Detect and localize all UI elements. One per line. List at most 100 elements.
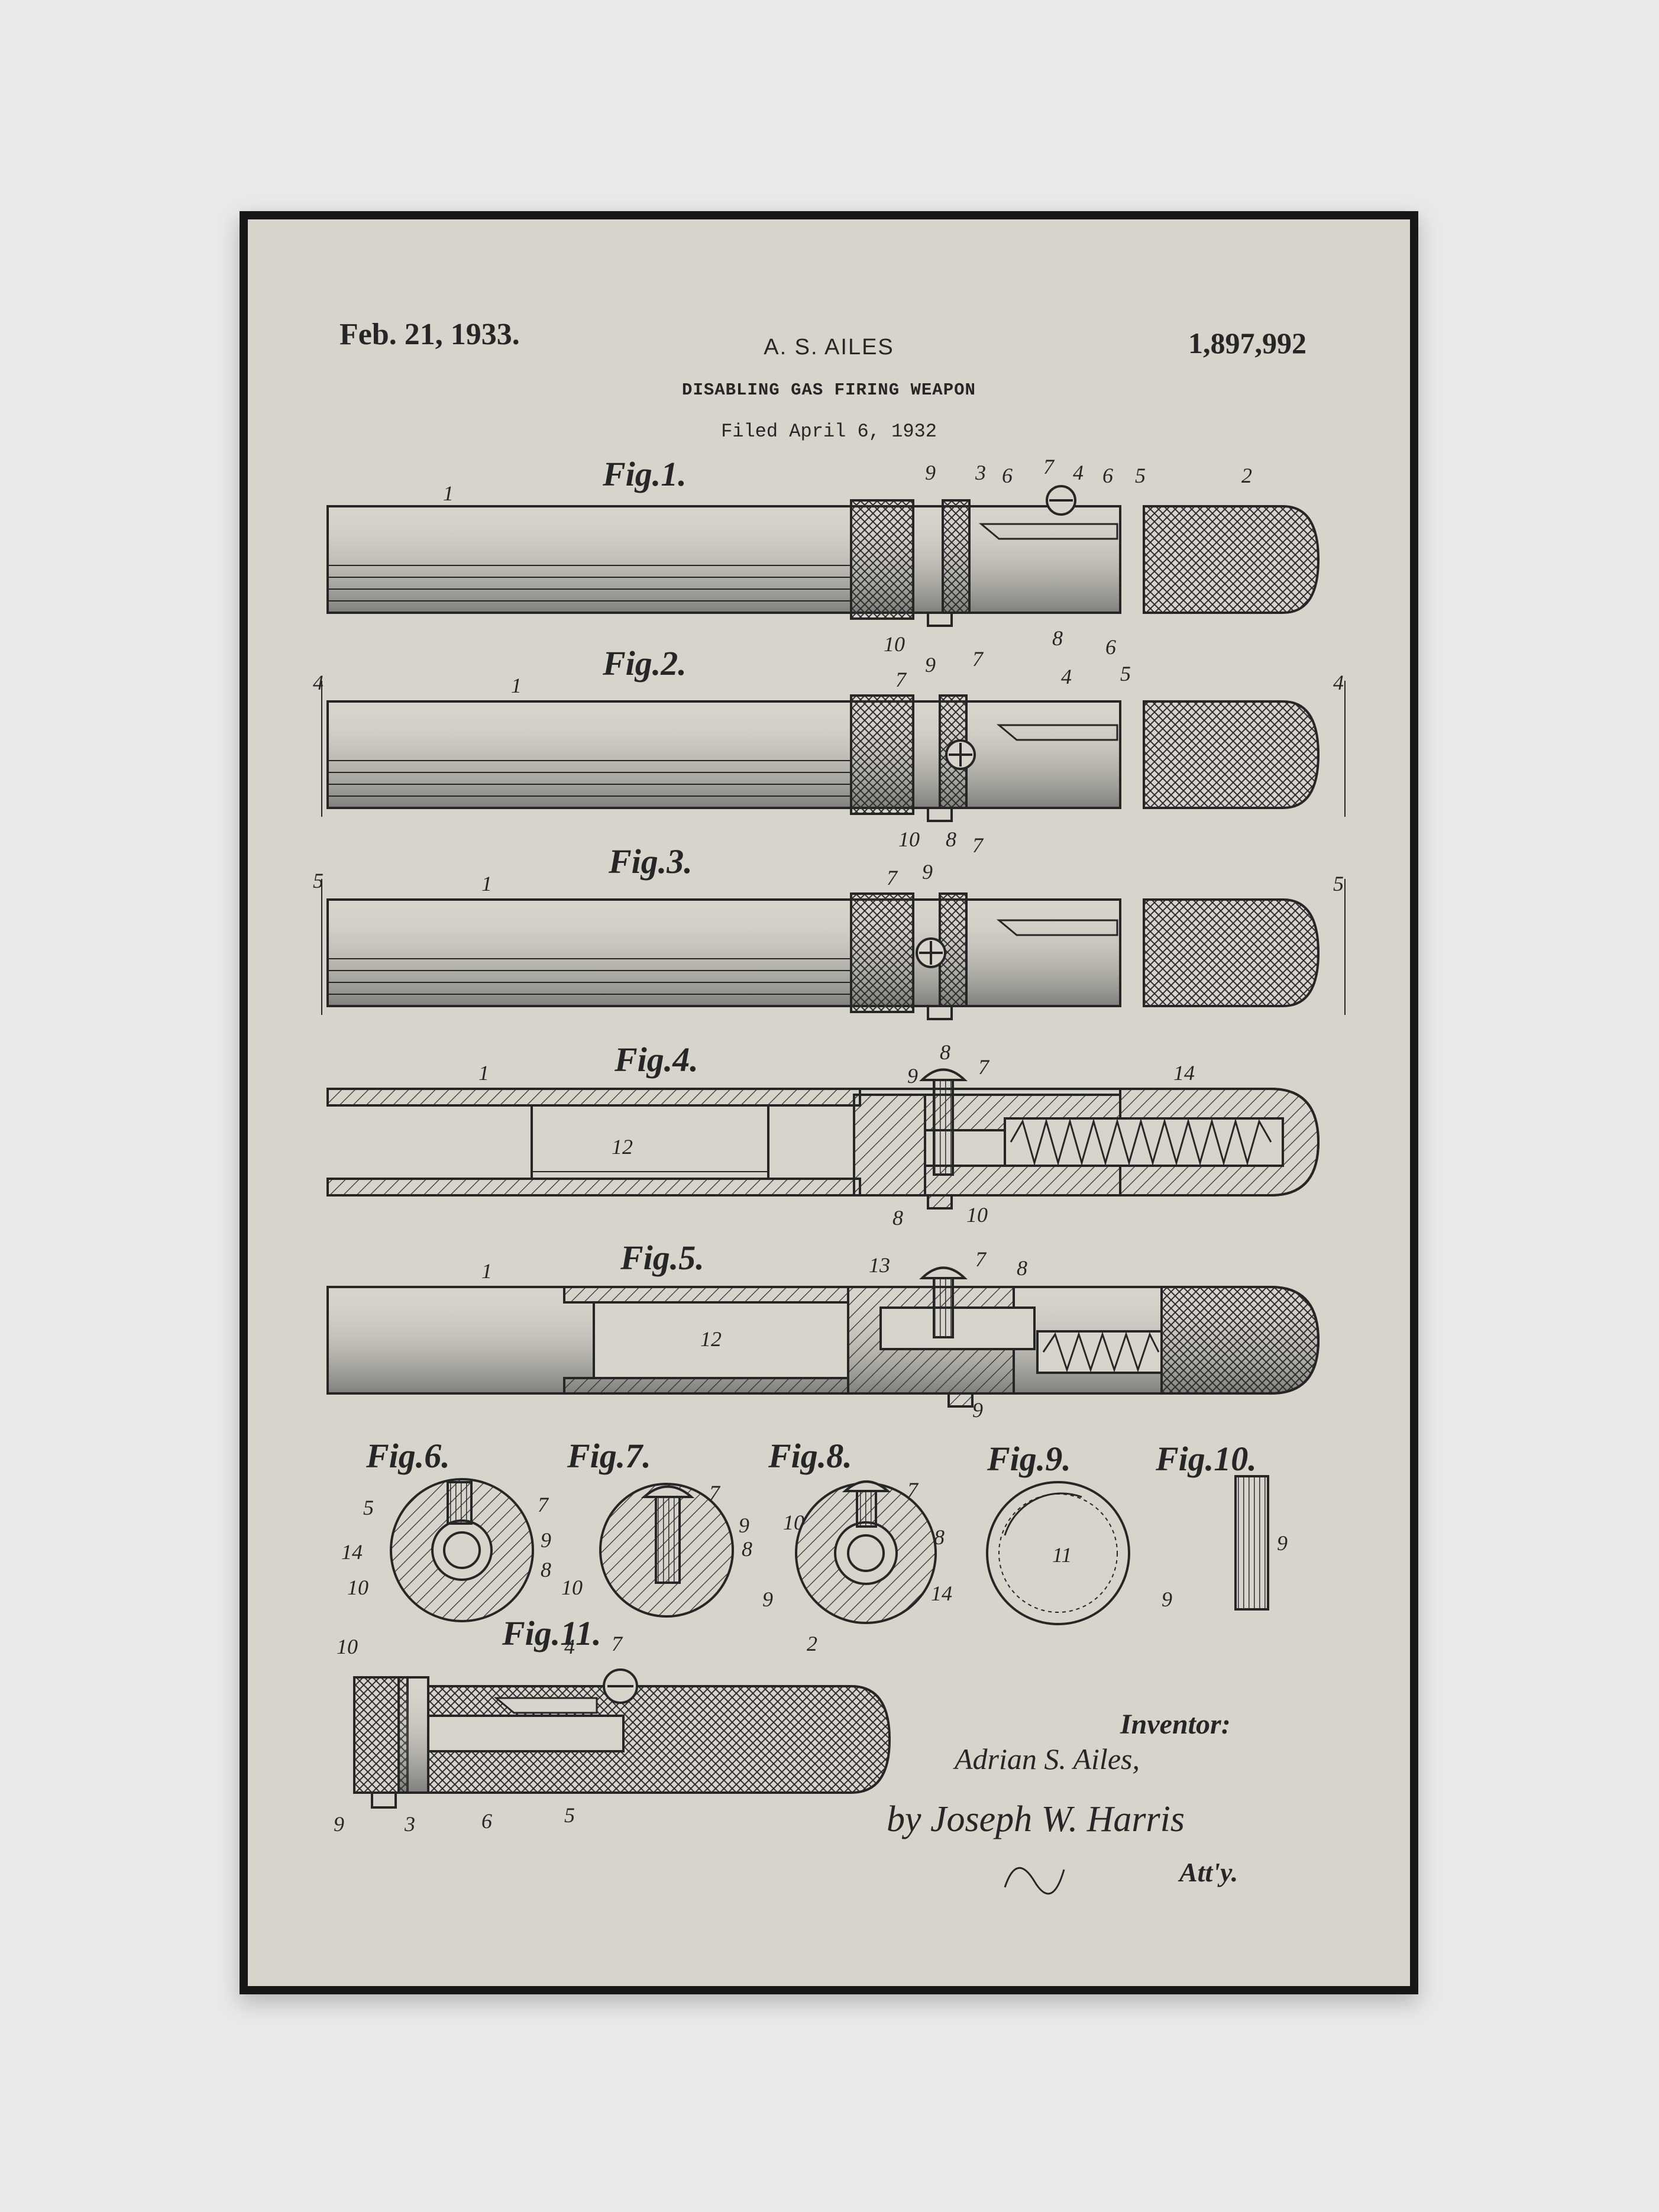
ref-numeral: 2: [807, 1632, 817, 1655]
ref-numeral: 7: [978, 1055, 990, 1079]
fig10-drawing: [1234, 1475, 1269, 1611]
ref-numeral: 8: [946, 827, 956, 851]
ref-numeral: 6: [1002, 464, 1013, 487]
ref-numeral: 1: [478, 1061, 489, 1085]
fig4-drawing: [326, 1068, 1320, 1210]
ref-numeral: 3: [404, 1812, 415, 1836]
inventor-name: Adrian S. Ailes,: [953, 1742, 1140, 1776]
ref-numeral: 10: [966, 1203, 988, 1227]
ref-numeral: 12: [700, 1327, 722, 1351]
ref-numeral: 1: [443, 481, 454, 505]
ref-numeral: 1: [511, 674, 522, 697]
ref-numeral: 14: [1173, 1061, 1195, 1085]
fig3-label: Fig.3.: [608, 842, 693, 881]
ref-numeral: 14: [341, 1540, 363, 1564]
ref-numeral: 10: [337, 1635, 358, 1658]
fig11-drawing: [353, 1668, 891, 1809]
fig1-label: Fig.1.: [602, 455, 687, 493]
ref-numeral: 9: [762, 1587, 773, 1611]
ref-numeral: 8: [940, 1040, 950, 1064]
fig8-label: Fig.8.: [768, 1437, 852, 1475]
ref-numeral: 10: [783, 1511, 804, 1534]
attorney-label: Att'y.: [1178, 1857, 1238, 1887]
ref-numeral: 7: [1043, 455, 1055, 478]
fig5-drawing: [326, 1266, 1320, 1408]
patent-date: Feb. 21, 1933.: [339, 318, 520, 351]
fig2-label: Fig.2.: [602, 644, 687, 683]
ref-numeral: 8: [934, 1525, 945, 1549]
ref-numeral: 5: [1333, 872, 1344, 895]
fig6-label: Fig.6.: [366, 1437, 450, 1475]
ref-numeral: 9: [907, 1064, 918, 1088]
ref-numeral: 6: [1105, 635, 1116, 659]
fig11-label: Fig.11.: [502, 1614, 601, 1652]
ref-numeral: 9: [925, 461, 936, 484]
signature-flourish: [1004, 1867, 1065, 1895]
picture-frame: Feb. 21, 1933. A. S. AILES 1,897,992 DIS…: [240, 211, 1418, 1994]
fig4-label: Fig.4.: [614, 1040, 698, 1079]
ref-numeral: 9: [925, 653, 936, 677]
ref-numeral: 10: [561, 1576, 583, 1599]
ref-numeral: 7: [538, 1493, 549, 1516]
ref-numeral: 5: [1120, 662, 1131, 685]
fig9-label: Fig.9.: [987, 1440, 1071, 1478]
ref-numeral: 7: [709, 1481, 721, 1505]
patent-title: DISABLING GAS FIRING WEAPON: [682, 380, 976, 400]
ref-numeral: 9: [739, 1514, 749, 1537]
ref-numeral: 6: [1102, 464, 1113, 487]
ref-numeral: 4: [1073, 461, 1084, 484]
patent-sheet: Feb. 21, 1933. A. S. AILES 1,897,992 DIS…: [248, 219, 1410, 1986]
ref-numeral: 4: [1333, 671, 1344, 694]
ref-numeral: 13: [869, 1253, 890, 1277]
ref-numeral: 11: [1052, 1543, 1072, 1567]
ref-numeral: 5: [313, 869, 324, 892]
ref-numeral: 3: [975, 461, 986, 484]
ref-numeral: 2: [1241, 464, 1252, 487]
fig9-drawing: [986, 1481, 1130, 1625]
inventor-heading: A. S. AILES: [764, 335, 894, 360]
patent-drawing: Fig.1. Fig.2. Fig.3. Fig.4. Fig.5. Fig.6…: [313, 455, 1346, 1895]
fig6-drawing: [390, 1478, 534, 1622]
ref-numeral: 9: [541, 1528, 551, 1552]
ref-numeral: 14: [931, 1582, 952, 1605]
ref-numeral: 1: [481, 872, 492, 895]
ref-numeral: 7: [975, 1247, 987, 1271]
inventor-label: Inventor:: [1120, 1709, 1231, 1740]
ref-numeral: 5: [363, 1496, 374, 1519]
fig8-drawing: [795, 1480, 937, 1624]
ref-numeral: 1: [481, 1259, 492, 1283]
ref-numeral: 8: [742, 1537, 752, 1561]
ref-numeral: 8: [541, 1558, 551, 1582]
ref-numeral: 7: [972, 833, 984, 857]
fig5-label: Fig.5.: [620, 1238, 704, 1277]
fig10-label: Fig.10.: [1155, 1440, 1257, 1478]
ref-numeral: 7: [612, 1632, 623, 1655]
filed-date: Filed April 6, 1932: [721, 421, 937, 442]
ref-numeral: 9: [334, 1812, 344, 1836]
ref-numeral: 4: [313, 671, 324, 694]
ref-numeral: 10: [347, 1576, 368, 1599]
ref-numeral: 7: [887, 866, 898, 890]
ref-numeral: 10: [884, 632, 905, 656]
ref-numeral: 4: [564, 1635, 575, 1658]
ref-numeral: 7: [972, 647, 984, 671]
ref-numeral: 5: [564, 1803, 575, 1827]
ref-numeral: 12: [612, 1135, 633, 1159]
patent-number: 1,897,992: [1188, 326, 1306, 360]
ref-numeral: 8: [1052, 626, 1063, 650]
fig7-label: Fig.7.: [567, 1437, 651, 1475]
attorney-signature: by Joseph W. Harris: [887, 1799, 1185, 1839]
ref-numeral: 9: [972, 1398, 983, 1422]
fig1-drawing: [326, 485, 1320, 627]
ref-numeral: 8: [1017, 1256, 1027, 1280]
ref-numeral: 4: [1061, 665, 1072, 688]
ref-numeral: 9: [1277, 1531, 1288, 1555]
ref-numeral: 7: [895, 668, 907, 691]
ref-numeral: 5: [1135, 464, 1146, 487]
ref-numeral: 9: [1162, 1587, 1172, 1611]
fig2-drawing: [321, 681, 1346, 822]
fig7-drawing: [599, 1483, 734, 1618]
ref-numeral: 7: [907, 1478, 919, 1502]
ref-numeral: 6: [481, 1809, 492, 1833]
fig3-drawing: [321, 879, 1346, 1020]
